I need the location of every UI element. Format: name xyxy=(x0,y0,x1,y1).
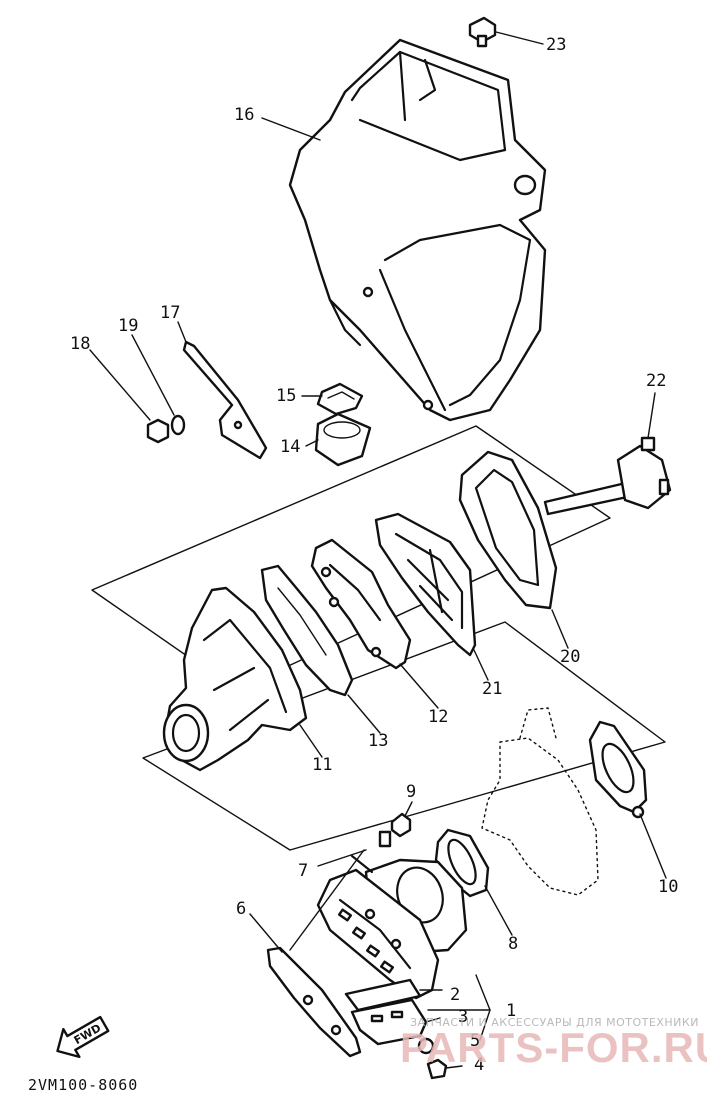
assembly-box-lower xyxy=(142,621,666,851)
plate-2 xyxy=(344,978,422,1012)
arm-7 xyxy=(350,854,374,874)
bracket-6 xyxy=(266,946,362,1058)
callout-13: 13 xyxy=(368,731,388,751)
air-filter-20 xyxy=(458,450,558,610)
watermark-brand: PARTS-FOR.RU xyxy=(400,1024,707,1071)
callout-9: 9 xyxy=(406,782,416,802)
callout-8: 8 xyxy=(508,934,518,954)
callout-6: 6 xyxy=(236,899,246,919)
callout-15: 15 xyxy=(276,386,296,406)
callout-23: 23 xyxy=(546,35,566,55)
callout-16: 16 xyxy=(234,105,254,125)
leader-lines xyxy=(89,31,667,1069)
screw-9 xyxy=(378,812,412,848)
callout-7: 7 xyxy=(298,861,308,881)
intake-manifold-11 xyxy=(162,586,308,772)
gasket-13 xyxy=(260,564,354,697)
clamp-10 xyxy=(588,720,648,819)
callout-18: 18 xyxy=(70,334,90,354)
callout-22: 22 xyxy=(646,371,666,391)
watermark-tagline: ЗАПЧАСТИ И АКСЕССУАРЫ ДЛЯ МОТОТЕХНИКИ xyxy=(410,1016,699,1029)
callout-14: 14 xyxy=(280,437,300,457)
carburetor-reference xyxy=(481,707,599,896)
diagram-code: 2VM100-8060 xyxy=(28,1076,138,1094)
bracket-17 xyxy=(182,340,268,460)
plate-3 xyxy=(350,998,428,1046)
bolt-23 xyxy=(468,16,497,48)
callout-4: 4 xyxy=(474,1055,484,1075)
clip-15 xyxy=(316,382,364,416)
screw-4 xyxy=(426,1058,448,1080)
washer-5 xyxy=(417,1037,435,1055)
callout-5: 5 xyxy=(470,1031,480,1051)
callout-19: 19 xyxy=(118,316,138,336)
valve-22 xyxy=(543,436,672,516)
callout-labels: 1 2 3 4 5 6 7 8 9 10 11 12 13 14 15 16 1… xyxy=(70,35,678,1075)
callout-3: 3 xyxy=(458,1007,468,1027)
washer-19 xyxy=(170,414,186,436)
callout-2: 2 xyxy=(450,985,460,1005)
callout-21: 21 xyxy=(482,679,502,699)
callout-11: 11 xyxy=(312,755,332,775)
callout-20: 20 xyxy=(560,647,580,667)
callout-12: 12 xyxy=(428,707,448,727)
callout-1: 1 xyxy=(506,1001,516,1021)
air-box xyxy=(288,38,547,422)
callout-17: 17 xyxy=(160,303,180,323)
reed-cage-21 xyxy=(374,512,477,657)
callout-10: 10 xyxy=(658,877,678,897)
forward-direction-arrow: FWD xyxy=(56,1015,110,1059)
nut-18 xyxy=(146,418,170,444)
grommet-14 xyxy=(314,412,372,467)
